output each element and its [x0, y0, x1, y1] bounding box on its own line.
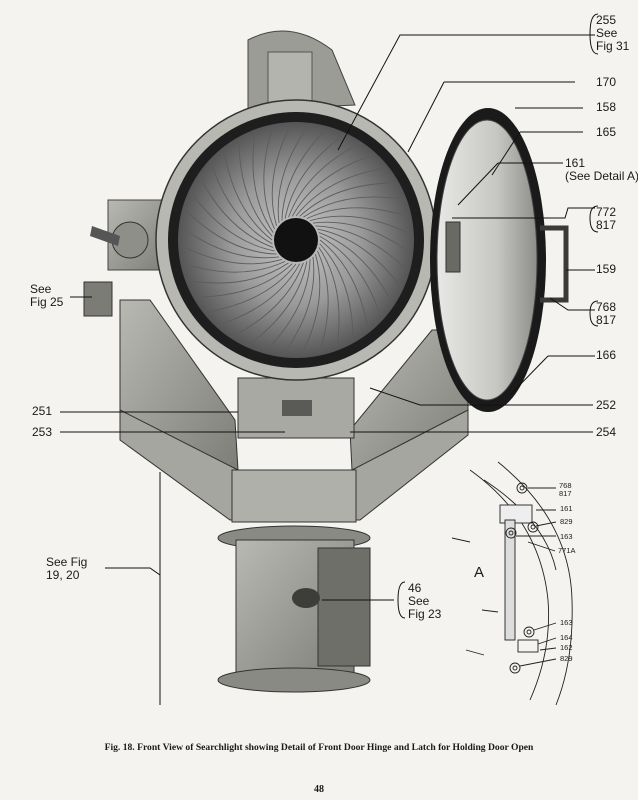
iris-blade	[318, 247, 340, 349]
iris-shutter-blades	[179, 123, 413, 357]
detail-a-drawing	[451, 461, 573, 706]
callout-251: 251	[32, 404, 53, 418]
callout-170: 170	[596, 75, 617, 89]
iris-blade	[316, 250, 329, 354]
iris-blade	[295, 167, 387, 217]
callout-252: 252	[596, 398, 617, 412]
callout-161: 161 (See Detail A)	[565, 156, 638, 183]
iris-blade	[312, 221, 412, 254]
callout-see-fig-25: See Fig 25	[30, 282, 64, 309]
nameplate	[282, 400, 312, 416]
iris-blade	[238, 138, 273, 237]
iris-blade	[271, 123, 292, 227]
front-door-glass	[436, 119, 538, 401]
iris-blade	[318, 232, 394, 305]
iris-blade	[223, 149, 273, 241]
iris-blade	[247, 261, 308, 346]
detail-163-bottom: 163	[560, 618, 573, 627]
iris-blade	[299, 182, 398, 217]
iris-blade	[182, 260, 286, 273]
detail-161: 161	[560, 504, 573, 513]
callout-166: 166	[596, 348, 617, 362]
iris-blade	[190, 191, 275, 252]
callout-253: 253	[32, 425, 53, 439]
detail-829-bottom: 829	[560, 654, 573, 663]
yoke-crossbar	[231, 469, 357, 523]
iris-blade	[281, 127, 328, 221]
callout-772-817: 772 817	[596, 205, 617, 232]
lamp-center	[274, 218, 318, 262]
door-hinge	[445, 221, 461, 273]
iris-blade	[309, 215, 413, 236]
iris-blade	[263, 126, 276, 230]
iris-blade	[264, 259, 311, 353]
vent-hood	[267, 51, 313, 105]
callout-165: 165	[596, 125, 617, 139]
detail-letter-a: A	[474, 564, 485, 581]
iris-blade	[300, 253, 321, 357]
iris-blade	[187, 262, 289, 284]
callout-158: 158	[596, 100, 617, 114]
iris-blade	[315, 225, 409, 272]
callout-see-fig-19-20: See Fig 19, 20	[46, 555, 88, 582]
detail-768-817: 768 817	[559, 481, 572, 498]
iris-blade	[282, 256, 315, 356]
iris-blade	[179, 244, 283, 265]
detail-164: 164	[560, 633, 573, 642]
iris-blade	[288, 142, 361, 218]
iris-blade	[319, 239, 369, 331]
callout-768-817: 768 817	[596, 300, 617, 327]
iris-blade	[180, 226, 280, 259]
iris-blade	[217, 263, 301, 326]
iris-blade	[303, 196, 405, 218]
callout-255: 255 See Fig 31	[596, 13, 630, 53]
iris-blade	[205, 263, 297, 313]
iris-blade	[319, 235, 382, 319]
iris-blade	[277, 124, 310, 224]
cover-latch	[292, 588, 320, 608]
pedestal-foot	[217, 667, 371, 693]
handle	[90, 226, 120, 246]
iris-blade	[183, 208, 277, 255]
detail-163-top: 163	[560, 532, 573, 541]
callout-159: 159	[596, 262, 617, 276]
elevation-lock	[83, 281, 113, 317]
figure-caption: Fig. 18. Front View of Searchlight showi…	[104, 742, 534, 753]
iris-blade	[194, 263, 293, 298]
detail-162: 162	[560, 643, 573, 652]
callout-leaders	[60, 34, 595, 705]
iris-blade	[252, 131, 274, 233]
iris-blade	[291, 154, 375, 217]
detail-829: 829	[560, 517, 573, 526]
iris-blade	[210, 161, 273, 245]
iris-blade	[317, 228, 402, 289]
iris-blade	[306, 207, 410, 220]
callout-46: 46 See Fig 23	[408, 581, 442, 621]
page-number: 48	[314, 784, 324, 795]
iris-blade	[198, 175, 274, 248]
callout-brackets	[397, 13, 599, 619]
detail-771a: 771A	[558, 546, 576, 555]
callout-254: 254	[596, 425, 617, 439]
iris-blade	[284, 134, 345, 219]
iris-blade	[231, 262, 304, 338]
iris-blade	[319, 243, 354, 342]
access-cover	[317, 547, 371, 667]
